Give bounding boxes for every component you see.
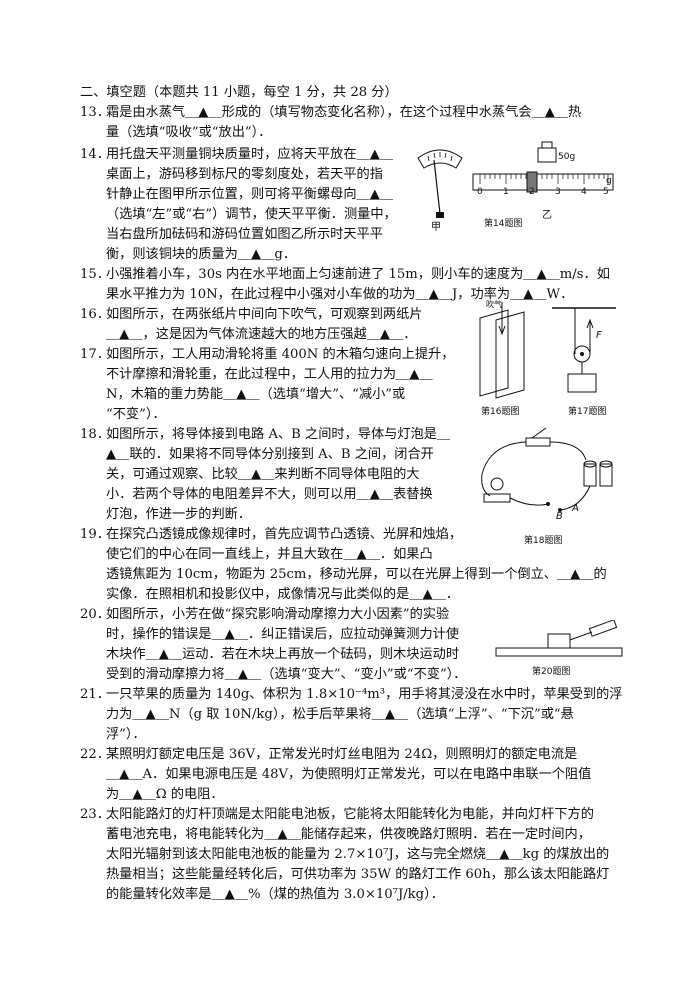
q13-line2: 量（选填“吸收”或“放出”）．	[106, 125, 272, 140]
q23-line4: 热量相当；这些能量经转化后，可供功率为 35W 的路灯工作 60h，那么该太阳能…	[106, 867, 610, 882]
force-arrow-icon	[586, 318, 594, 329]
rider-scale	[472, 173, 614, 191]
q15-line2: 果水平推力为 10N，在此过程中小强对小车做的功为＿▲＿J，功率为＿▲＿W．	[106, 287, 574, 302]
q19-line3: 透镜焦距为 10cm，物距为 25cm，移动光屏，可以在光屏上得到一个倒立、＿▲…	[106, 567, 607, 582]
q14-line2: 桌面上，游码移到标尺的零刻度处，若天平的指	[106, 167, 383, 182]
lamp-base	[483, 493, 511, 503]
q18-line3: 关，可通过观察、比较＿▲＿来判断不同导体电阻的大	[106, 467, 420, 482]
figure-14	[417, 141, 614, 218]
q14-line1: 用托盘天平测量铜块质量时，应将天平放在＿▲＿	[106, 147, 394, 162]
balance-scale-dial	[417, 149, 463, 169]
q22-line3: 为＿▲＿Ω 的电阻．	[106, 787, 224, 802]
fig18-label-a: A	[572, 503, 579, 514]
blow-arrow-icon	[498, 325, 506, 336]
fig14-tick-5: 5	[603, 187, 609, 197]
q23-line2: 蓄电池充电，将电能转化为＿▲＿能储存起来，供夜晚路灯照明．若在一定时间内，	[106, 827, 591, 842]
wire-left	[481, 441, 527, 497]
figure-20	[495, 620, 623, 657]
fig14-caption: 第14题图	[484, 219, 523, 229]
q22-line2: ＿▲＿A．如果电源电压是 48V，为使照明灯正常发光，可以在电路中串联一个阻值	[106, 767, 592, 782]
q19-line4: 实像．在照相机和投影仪中，成像情况与此类似的是＿▲＿．	[106, 587, 460, 602]
fig20-caption: 第20题图	[532, 667, 571, 677]
rider	[526, 171, 538, 193]
fig16-caption: 第16题图	[481, 407, 520, 417]
q13-number: 13．	[80, 105, 110, 120]
q22-number: 22．	[80, 747, 110, 762]
fig14-label-yi: 乙	[542, 210, 552, 221]
q21-line2: 力为＿▲＿N（g 取 10N/kg），松手后苹果将＿▲＿（选填“上浮”、“下沉”…	[106, 707, 574, 722]
weight-50g	[537, 147, 557, 163]
q14-line6: 衡，则该铜块的质量为＿▲＿g．	[106, 247, 297, 262]
q17-line1: 如图所示，工人用动滑轮将重 400N 的木箱匀速向上提升，	[106, 347, 455, 362]
fig14-tick-3: 3	[555, 187, 561, 197]
q23-line5: 的能量转化效率是＿▲＿%（煤的热值为 3.0×10⁷J/kg）．	[106, 887, 444, 902]
fig17-force-label: F	[596, 330, 602, 341]
balance-base	[436, 212, 444, 218]
fig14-tick-2: 2	[529, 187, 535, 197]
q14-line4: （选填“左”或“右”）调节，使天平平衡．测量中，	[106, 207, 397, 222]
q15-number: 15．	[80, 267, 110, 282]
q23-line1: 太阳能路灯的灯杆顶端是太阳能电池板，它能将太阳能转化为电能，并向灯杆下方的	[106, 807, 594, 822]
q21-number: 21．	[80, 687, 110, 702]
fig14-unit: g	[606, 176, 612, 186]
q14-number: 14．	[80, 147, 110, 162]
q17-number: 17．	[80, 347, 110, 362]
q21-line3: 浮”）．	[106, 727, 146, 742]
q19-line2: 使它们的中心在同一直线上，并且大致在＿▲＿．如果凸	[106, 547, 433, 562]
q18-line5: 灯泡，作进一步的判断．	[106, 507, 252, 522]
wooden-block	[547, 633, 571, 649]
fig16-blow-label: 吹气	[486, 300, 502, 309]
q19-number: 19．	[80, 527, 110, 542]
fig18-caption: 第18题图	[524, 536, 563, 546]
q20-line2: 时，操作的错误是＿▲＿．纠正错误后，应拉动弹簧测力计使	[106, 627, 460, 642]
q15-line1: 小强推着小车，30s 内在水平地面上匀速前进了 15m，则小车的速度为＿▲＿m/…	[106, 267, 610, 282]
figure-16-17	[479, 302, 616, 399]
q14-line5: 当右盘所加砝码和游码位置如图乙所示时天平平	[106, 227, 383, 242]
q16-line2: ＿▲＿，这是因为气体流速越大的地方压强越＿▲＿．	[106, 327, 417, 342]
q18-line2: ▲＿联的．如果将不同导体分别接到 A、B 之间，闭合开	[106, 447, 434, 462]
q17-line4: “不变”）．	[106, 407, 166, 422]
q23-number: 23．	[80, 807, 110, 822]
figure-18	[481, 427, 613, 512]
q17-line3: N，木箱的重力势能＿▲＿（选填“增大”、“减小”或	[106, 387, 406, 402]
q18-number: 18．	[80, 427, 110, 442]
fig14-label-jia: 甲	[431, 222, 441, 233]
fig17-caption: 第17题图	[568, 407, 607, 417]
lamp-bulb	[490, 477, 504, 491]
q20-line1: 如图所示，小芳在做“探究影响滑动摩擦力大小因素”的实验	[106, 607, 450, 622]
q20-number: 20．	[80, 607, 110, 622]
q18-line1: 如图所示，将导体接到电路 A、B 之间时，导体与灯泡是＿	[106, 427, 451, 442]
fig14-tick-1: 1	[503, 187, 509, 197]
q17-line2: 不计摩擦和滑轮重，在此过程中，工人用的拉力为＿▲＿	[106, 367, 433, 382]
q19-line1: 在探究凸透镜成像规律时，首先应调节凸透镜、光屏和烛焰，	[106, 527, 463, 542]
paper-strip-right	[495, 311, 525, 399]
q13-line1: 霜是由水蒸气＿▲＿形成的（填写物态变化名称），在这个过程中水蒸气会＿▲＿热	[106, 105, 582, 120]
q20-line4: 受到的滑动摩擦力将＿▲＿（选填“变大”、“变小”或“不变”）．	[106, 667, 467, 682]
paper-strip-left	[479, 309, 509, 397]
fig14-tick-4: 4	[581, 187, 587, 197]
switch	[525, 437, 551, 447]
q18-line4: 小．若两个导体的电阻差异不大，则可以用＿▲＿表替换	[106, 487, 433, 502]
q21-line1: 一只苹果的质量为 140g、体积为 1.8×10⁻⁴m³，用手将其浸没在水中时，…	[106, 687, 623, 702]
q22-line1: 某照明灯额定电压是 36V，正常发光时灯丝电阻为 24Ω，则照明灯的额定电流是	[106, 747, 578, 762]
wooden-box	[567, 373, 597, 393]
fig18-label-b: B	[556, 511, 563, 522]
fig14-weight-label: 50g	[558, 152, 576, 162]
board	[495, 647, 623, 657]
q20-line3: 木块作＿▲＿运动．若在木块上再放一个砝码，则木块运动时	[106, 647, 460, 662]
balance-pointer	[433, 159, 441, 215]
q14-line3: 针静止在图甲所示位置，则可将平衡螺母向＿▲＿	[106, 187, 394, 202]
section-title: 二、填空题（本题共 11 小题，每空 1 分，共 28 分）	[80, 85, 398, 100]
spring-scale	[588, 620, 618, 637]
q16-number: 16．	[80, 307, 110, 322]
q16-line1: 如图所示，在两张纸片中间向下吹气，可观察到两纸片	[106, 307, 423, 322]
fig14-tick-0: 0	[477, 187, 483, 197]
q23-line3: 太阳光辐射到该太阳能电池板的能量为 2.7×10⁷J，这与完全燃烧＿▲＿kg 的…	[106, 847, 610, 862]
wire-right	[549, 441, 587, 461]
